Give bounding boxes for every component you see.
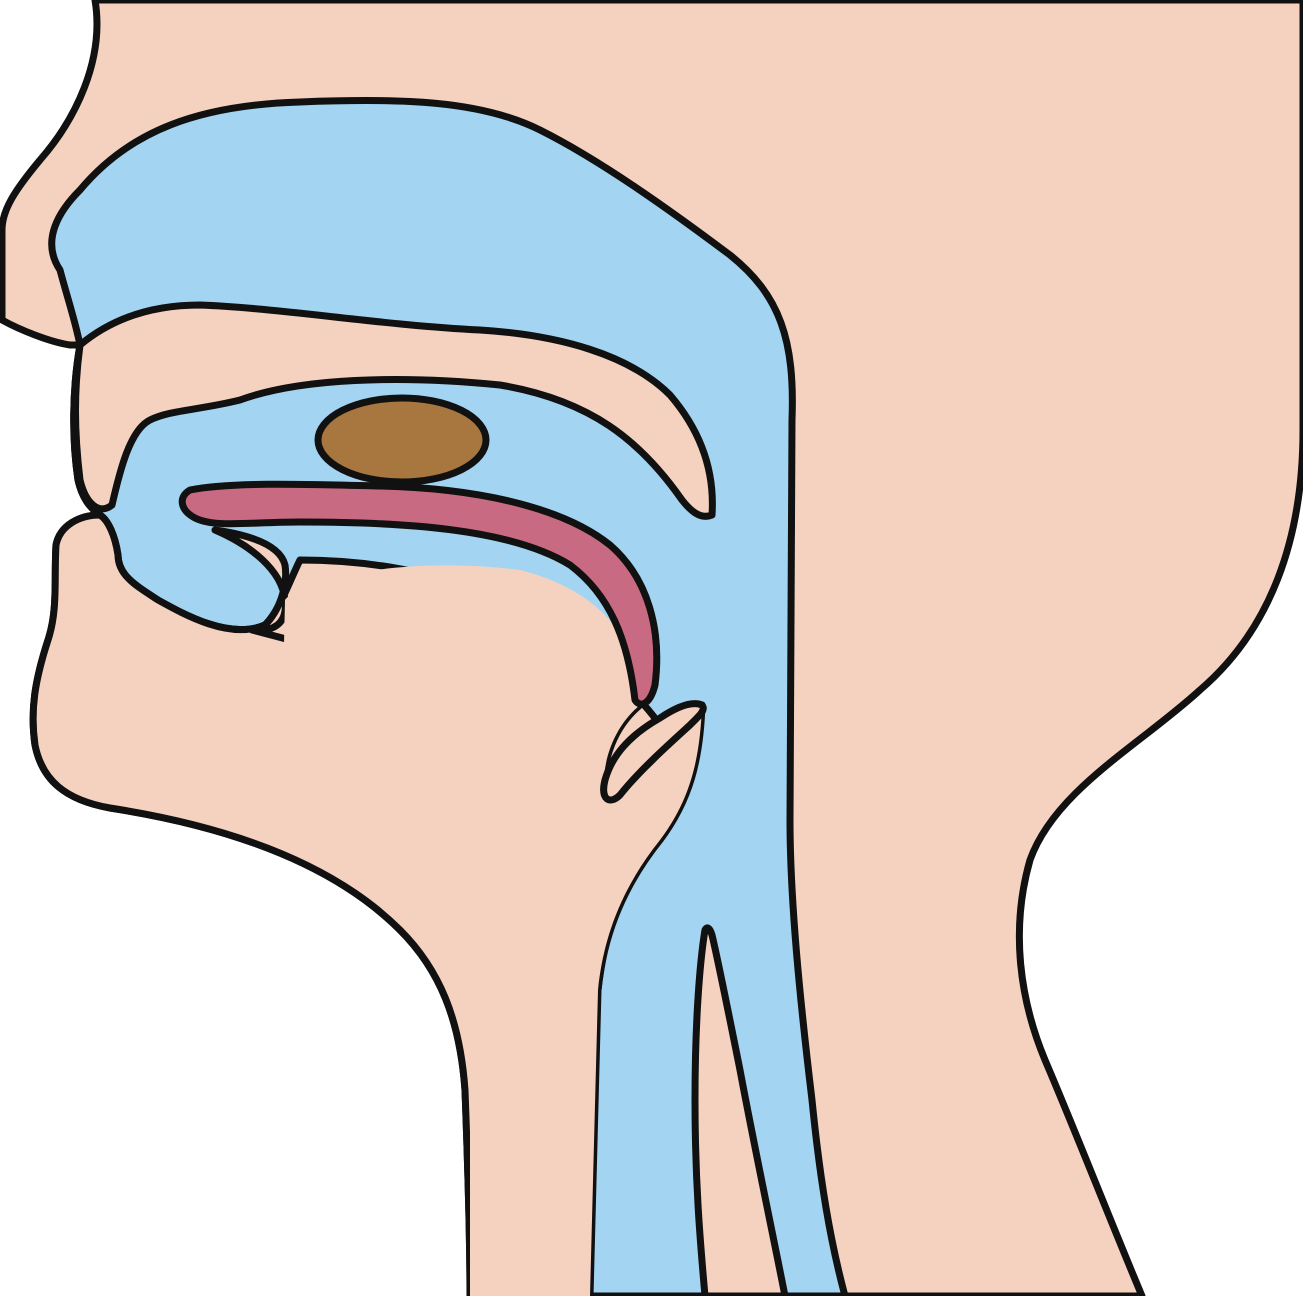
food-bolus xyxy=(318,398,486,482)
